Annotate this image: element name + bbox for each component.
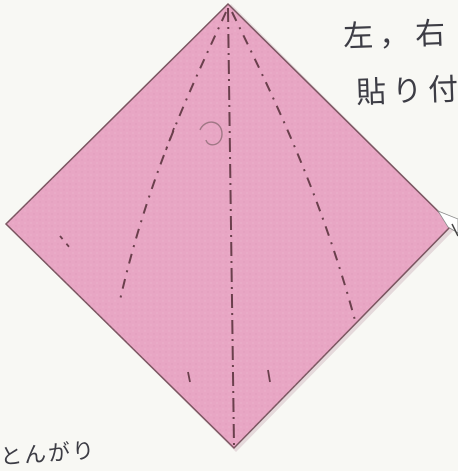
- origami-diagram: [4, 2, 458, 452]
- center-vertical-crease: [227, 7, 235, 447]
- handwritten-note-line-2: 貼り付: [355, 72, 458, 111]
- right-inner-crease: [231, 11, 357, 325]
- pencil-loop-mark: [199, 121, 223, 146]
- paper-texture: [6, 4, 452, 448]
- handwritten-note-line-1: 左，右: [342, 16, 452, 55]
- left-inner-crease: [119, 11, 227, 301]
- right-edge-scribble: [451, 223, 458, 237]
- handwritten-note-bottom: とんがり: [0, 438, 97, 471]
- lower-crease-marks: [187, 369, 271, 383]
- far-left-crease-marks: [59, 127, 175, 249]
